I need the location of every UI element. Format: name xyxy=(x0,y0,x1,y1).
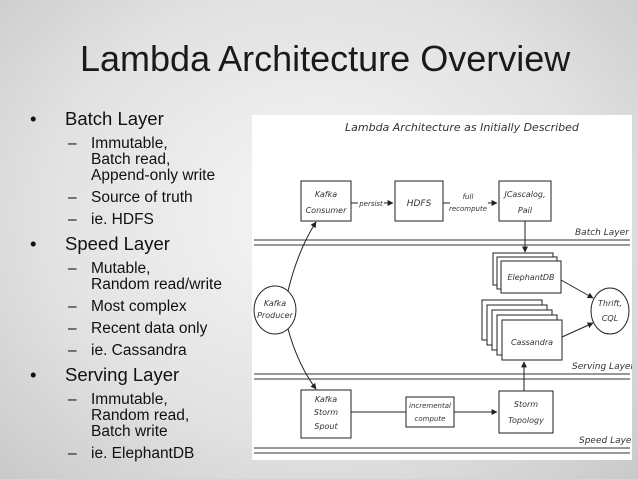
diagram-title: Lambda Architecture as Initially Describ… xyxy=(345,121,580,134)
kafka-producer-label: Kafka xyxy=(264,299,286,308)
elephantdb-to-thrift-arrow xyxy=(560,279,594,299)
storm-topology-box xyxy=(498,390,554,434)
producer-to-spout-arrow xyxy=(287,328,317,390)
hdfs-label: HDFS xyxy=(407,199,432,209)
kafka-storm-spout-label: Kafka xyxy=(315,395,337,404)
bullet-batch-item: –Source of truth xyxy=(68,189,193,206)
slide-title: Lambda Architecture Overview xyxy=(80,38,571,79)
serving-layer-label: Serving Layer xyxy=(572,362,632,372)
bullet-speed-item: –Most complex xyxy=(68,298,187,315)
bullet-speed-item: –Recent data only xyxy=(68,320,208,337)
cassandra-label: Cassandra xyxy=(511,338,553,347)
storm-topology-label: Storm xyxy=(514,400,538,409)
bullet-batch-item: –ie. HDFS xyxy=(68,211,154,228)
persist-label: persist xyxy=(358,200,383,208)
incremental-compute-box xyxy=(405,396,455,428)
kafka-storm-spout-label: Spout xyxy=(314,422,338,431)
batch-layer-label: Batch Layer xyxy=(575,228,630,238)
bullet-speed-item: –ie. Cassandra xyxy=(68,342,187,359)
kafka-consumer-label: Kafka xyxy=(315,190,337,199)
cassandra-to-thrift-arrow xyxy=(561,322,594,338)
elephantdb-label: ElephantDB xyxy=(507,273,554,282)
elephantdb-box xyxy=(500,260,562,294)
kafka-producer-label: Producer xyxy=(257,311,293,320)
bullet-serving-layer: •Serving Layer xyxy=(30,364,180,385)
bullet-batch-layer: •Batch Layer xyxy=(30,108,164,129)
speed-layer-label: Speed Layer xyxy=(579,436,632,446)
thrift-cql-label: CQL xyxy=(602,314,618,323)
thrift-cql-node xyxy=(590,287,630,335)
incremental-compute-label: compute xyxy=(415,415,446,423)
incremental-compute-label: incremental xyxy=(409,402,451,410)
kafka-producer-node xyxy=(253,285,297,335)
thrift-cql-label: Thrift, xyxy=(598,299,622,308)
bullet-serving-item: –ie. ElephantDB xyxy=(68,445,195,462)
bullet-speed-layer: •Speed Layer xyxy=(30,233,170,254)
kafka-consumer-box xyxy=(300,180,352,222)
bullet-list: •Batch Layer –Immutable, Batch read, App… xyxy=(30,108,260,468)
kafka-storm-spout-label: Storm xyxy=(314,408,338,417)
bullet-serving-item: –Immutable, Random read, Batch write xyxy=(68,391,190,440)
bullet-speed-item: –Mutable, Random read/write xyxy=(68,260,222,293)
persist-label-bg xyxy=(358,197,384,208)
bullet-batch-item: –Immutable, Batch read, Append-only writ… xyxy=(68,135,216,184)
kafka-storm-spout-box xyxy=(300,389,352,439)
full-recompute-label: recompute xyxy=(449,205,487,213)
cassandra-box xyxy=(501,319,563,361)
lambda-diagram: Lambda Architecture as Initially Describ… xyxy=(252,115,632,460)
kafka-consumer-label: Consumer xyxy=(306,206,348,215)
full-recompute-label: full xyxy=(463,193,474,201)
jcascalog-label: JCascalog, xyxy=(502,190,545,199)
full-recompute-label-bg xyxy=(450,188,488,216)
jcascalog-label: Pail xyxy=(518,206,533,215)
jcascalog-box xyxy=(498,180,552,222)
producer-to-consumer-arrow xyxy=(287,221,317,292)
hdfs-box xyxy=(394,180,444,222)
storm-topology-label: Topology xyxy=(508,416,544,425)
